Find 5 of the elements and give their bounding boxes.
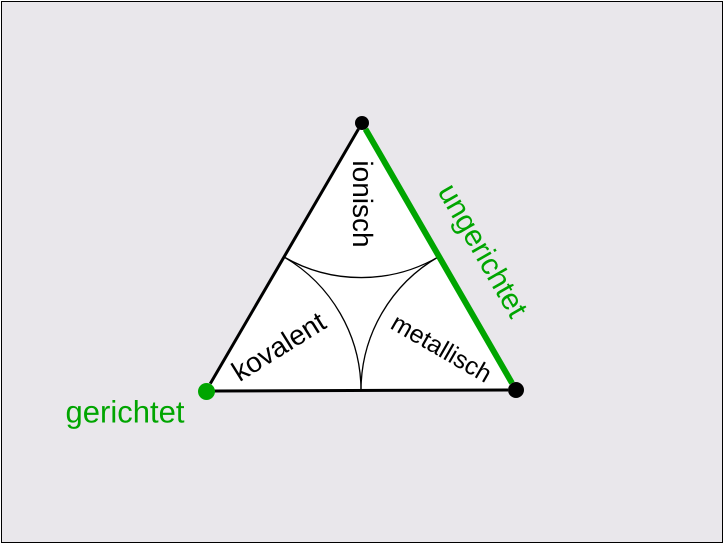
- region-label: ionisch: [348, 160, 376, 248]
- triangle-side: [362, 128, 515, 385]
- vertex-label: gerichtet: [66, 396, 184, 428]
- triangle-side: [214, 388, 508, 392]
- triangle-side: [208, 128, 360, 384]
